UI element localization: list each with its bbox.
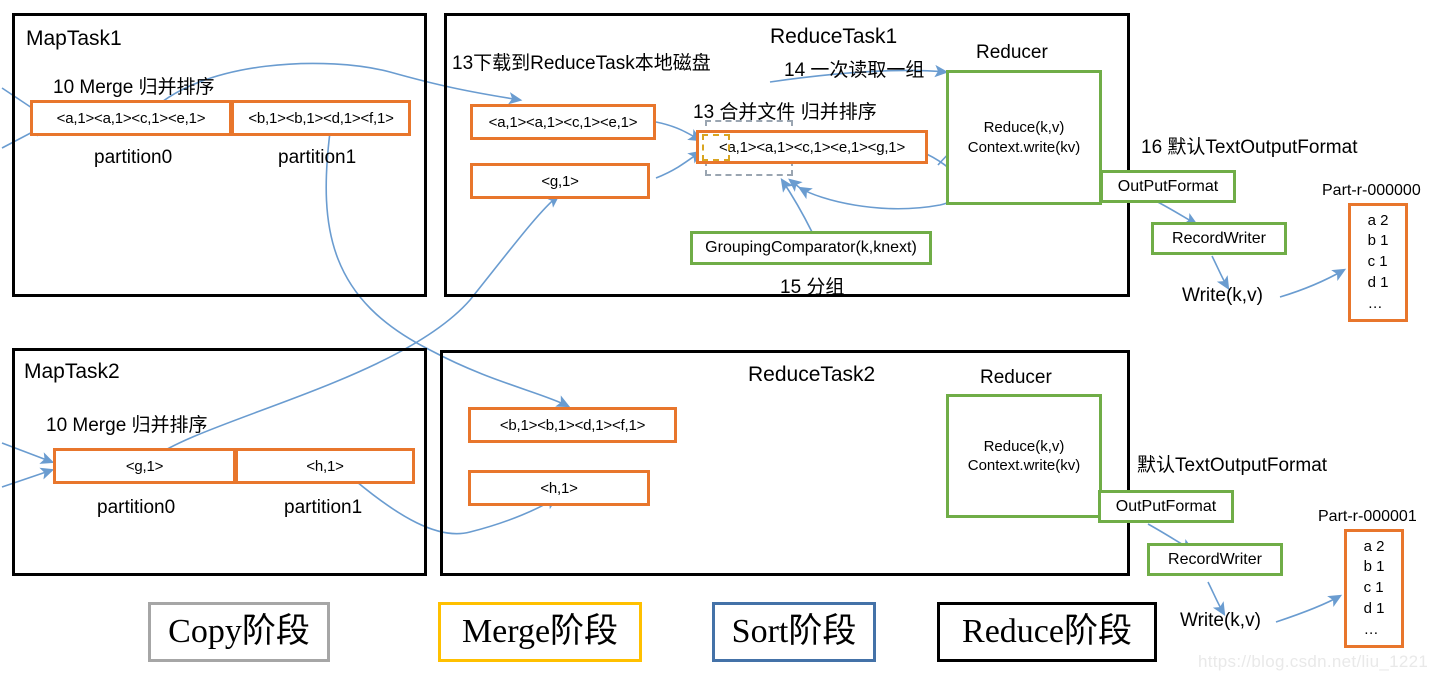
reducetask2-frame (440, 350, 1130, 576)
reducetask1-merged-box: <a,1><a,1><c,1><e,1><g,1> (696, 130, 928, 164)
output1-part-name: Part-r-000000 (1322, 182, 1421, 199)
legend-copy-phase: Copy阶段 (148, 602, 330, 662)
reducetask1-download-note: 13下载到ReduceTask本地磁盘 (452, 53, 711, 74)
output1-recordwriter-box: RecordWriter (1151, 222, 1287, 255)
reducetask1-title: ReduceTask1 (770, 25, 898, 48)
maptask1-frame (12, 13, 427, 297)
reducer1-line1: Reduce(k,v) (983, 119, 1065, 137)
reducer2-line1: Reduce(k,v) (983, 437, 1065, 455)
output2-format-note: 默认TextOutputFormat (1137, 455, 1328, 476)
output1-row: a 2 (1367, 211, 1389, 229)
maptask1-partition0-label: partition0 (94, 147, 173, 168)
reducetask1-merge-note: 13 合并文件 归并排序 (693, 102, 877, 123)
output2-outputformat-box: OutPutFormat (1098, 490, 1234, 523)
output2-part-file: a 2 b 1 c 1 d 1 … (1344, 529, 1404, 648)
output1-row: … (1367, 294, 1383, 312)
output1-row: d 1 (1367, 273, 1389, 291)
output2-recordwriter-box: RecordWriter (1147, 543, 1283, 576)
output2-row: … (1363, 620, 1379, 638)
reducer1-line2: Context.write(kv) (967, 138, 1081, 156)
output2-write-label: Write(k,v) (1180, 610, 1261, 631)
reducer2-line2: Context.write(kv) (967, 457, 1081, 474)
reducetask1-file-a-box: <a,1><a,1><c,1><e,1> (470, 104, 656, 140)
output2-part-rows: a 2 b 1 c 1 d 1 … (1364, 537, 1385, 640)
maptask2-frame (12, 348, 427, 576)
output1-row: b 1 (1367, 232, 1389, 250)
reducetask1-frame (444, 13, 1130, 297)
maptask1-title: MapTask1 (26, 27, 122, 50)
output1-part-rows: a 2 b 1 c 1 d 1 … (1368, 211, 1389, 314)
output1-format-note: 16 默认TextOutputFormat (1141, 137, 1358, 158)
maptask2-title: MapTask2 (24, 360, 120, 383)
reducer2-title: Reducer (980, 367, 1052, 388)
output2-row: a 2 (1363, 537, 1385, 555)
legend-copy-label: Copy阶段 (168, 613, 310, 650)
output2-row: d 1 (1363, 599, 1385, 617)
reducetask1-read-group-note: 14 一次读取一组 (784, 60, 925, 81)
watermark: https://blog.csdn.net/liu_1221 (1198, 652, 1429, 671)
legend-sort-label: Sort阶段 (731, 613, 857, 650)
output2-row: c 1 (1363, 579, 1384, 597)
maptask2-step-label: 10 Merge 归并排序 (46, 415, 208, 436)
output1-outputformat-box: OutPutFormat (1100, 170, 1236, 203)
legend-reduce-phase: Reduce阶段 (937, 602, 1157, 662)
reducer1-title: Reducer (976, 42, 1048, 63)
maptask1-partition1-label: partition1 (278, 147, 357, 168)
reducetask1-file-b-box: <g,1> (470, 163, 650, 199)
maptask1-step-label: 10 Merge 归并排序 (53, 77, 215, 98)
reducetask1-current-key-window (702, 134, 730, 161)
reducetask2-title: ReduceTask2 (748, 363, 876, 386)
reducer1-box: Reduce(k,v) Context.write(kv) (946, 70, 1102, 205)
output2-row: b 1 (1363, 558, 1385, 576)
maptask1-partition0-box: <a,1><a,1><c,1><e,1> (30, 100, 232, 136)
reducetask2-file-b-box: <h,1> (468, 470, 650, 506)
reducetask1-grouping-note: 15 分组 (780, 277, 845, 298)
reducetask2-file-a-box: <b,1><b,1><d,1><f,1> (468, 407, 677, 443)
maptask2-partition0-box: <g,1> (53, 448, 236, 484)
legend-sort-phase: Sort阶段 (712, 602, 876, 662)
maptask2-partition0-label: partition0 (97, 497, 176, 518)
legend-merge-label: Merge阶段 (461, 613, 619, 650)
output1-row: c 1 (1367, 253, 1388, 271)
maptask1-partition1-box: <b,1><b,1><d,1><f,1> (231, 100, 411, 136)
maptask2-partition1-box: <h,1> (235, 448, 415, 484)
output2-part-name: Part-r-000001 (1318, 508, 1417, 525)
legend-merge-phase: Merge阶段 (438, 602, 642, 662)
maptask2-partition1-label: partition1 (284, 497, 363, 518)
reducer2-box: Reduce(k,v) Context.write(kv) (946, 394, 1102, 518)
output1-part-file: a 2 b 1 c 1 d 1 … (1348, 203, 1408, 322)
output1-write-label: Write(k,v) (1182, 285, 1263, 306)
grouping-comparator-box: GroupingComparator(k,knext) (690, 231, 932, 265)
legend-reduce-label: Reduce阶段 (962, 613, 1132, 650)
